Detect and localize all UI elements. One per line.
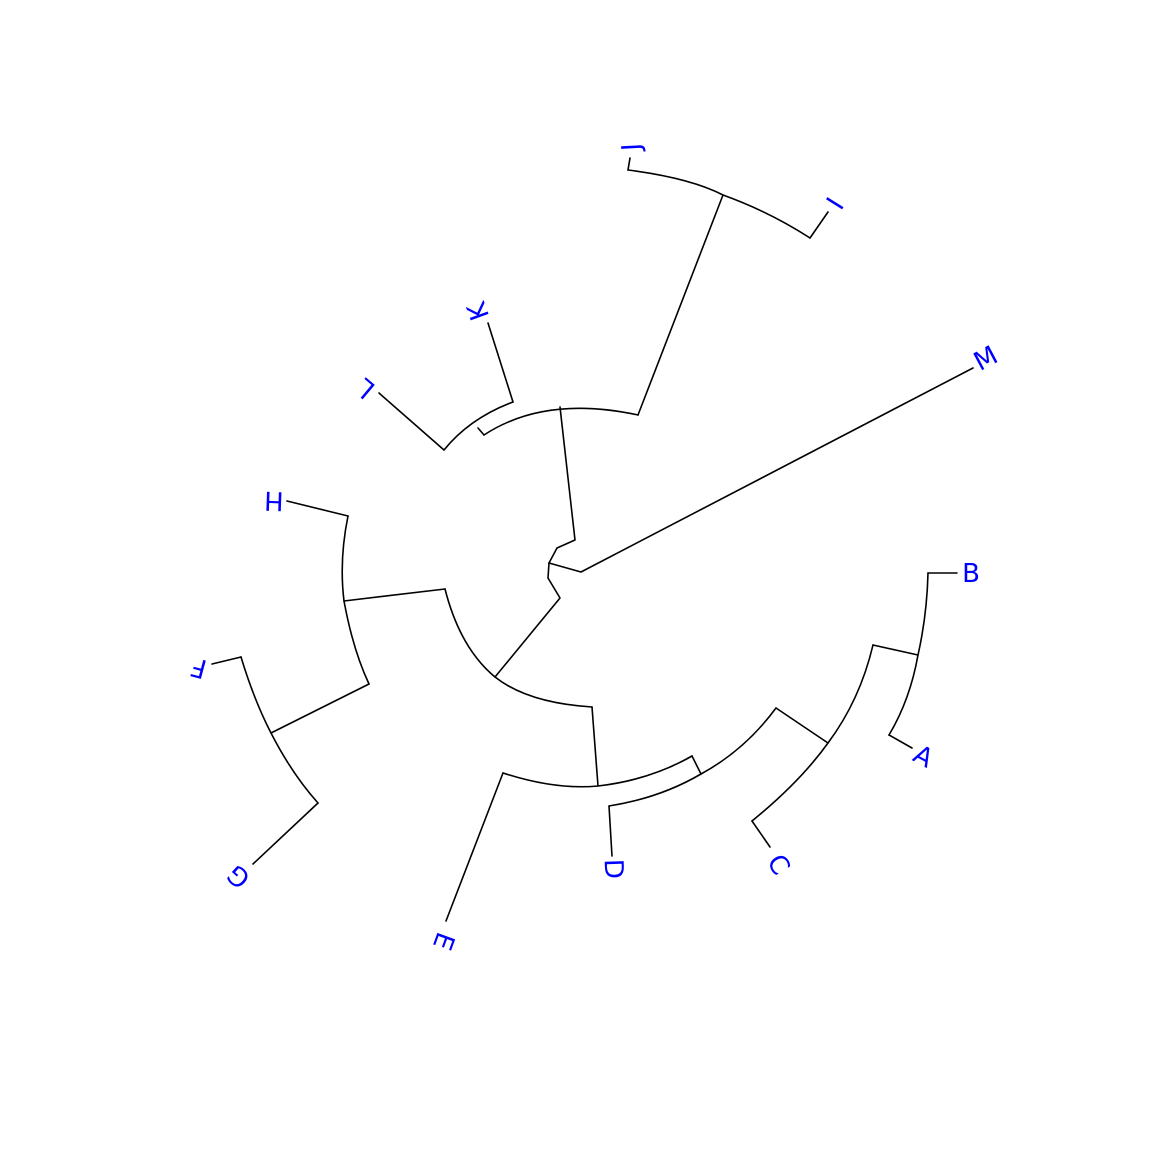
tip-label-a: A (908, 740, 938, 775)
branch-tip-g (252, 802, 319, 865)
arc-abcde (502, 755, 693, 788)
branch-tip-c (751, 820, 771, 848)
tip-labels: A B C D E F G H I J K L M (188, 142, 1003, 953)
arc-abcd (608, 707, 777, 807)
tip-label-j: J (617, 142, 647, 153)
tip-label-m: M (969, 340, 1003, 377)
tip-label-l: L (350, 372, 381, 405)
tip-label-c: C (760, 849, 795, 880)
branch-tip-d (608, 805, 613, 857)
branch-ij (637, 194, 724, 416)
tip-label-b: B (962, 559, 980, 589)
branch-m (548, 367, 974, 573)
arc-kl (443, 401, 514, 451)
branch-tip-h (286, 500, 349, 517)
arc-ijkl (483, 407, 639, 436)
arc-fgh (341, 515, 370, 685)
tip-label-i: I (821, 193, 851, 215)
branch-tip-f (211, 656, 242, 665)
branch-fg (270, 683, 370, 734)
branch-tip-k (487, 322, 514, 403)
arc-ij (627, 169, 811, 239)
branch-tip-a (888, 734, 913, 749)
arc-abc (751, 644, 874, 822)
branch-abc (775, 707, 829, 744)
branch-tip-i (809, 211, 829, 239)
branch-abcde (591, 706, 599, 787)
tip-label-h: H (264, 485, 285, 516)
branch-tip-l (378, 392, 445, 451)
branch-fgh (343, 588, 446, 602)
tip-label-f: F (188, 651, 210, 684)
branch-tip-e (445, 772, 504, 922)
branches (211, 157, 974, 922)
branch-root-lower (494, 562, 561, 678)
branch-kl (477, 427, 485, 436)
arc-ab (888, 572, 929, 736)
arc-root (444, 588, 593, 708)
tip-label-k: K (462, 297, 496, 324)
branch-ab (872, 644, 919, 656)
arc-fg (240, 656, 319, 804)
branch-abcd (691, 755, 702, 775)
branch-tip-j (627, 157, 631, 171)
tip-label-e: E (426, 928, 460, 954)
tip-label-d: D (598, 858, 629, 879)
tip-label-g: G (221, 858, 256, 894)
branch-root-to-ijkl (548, 406, 576, 564)
